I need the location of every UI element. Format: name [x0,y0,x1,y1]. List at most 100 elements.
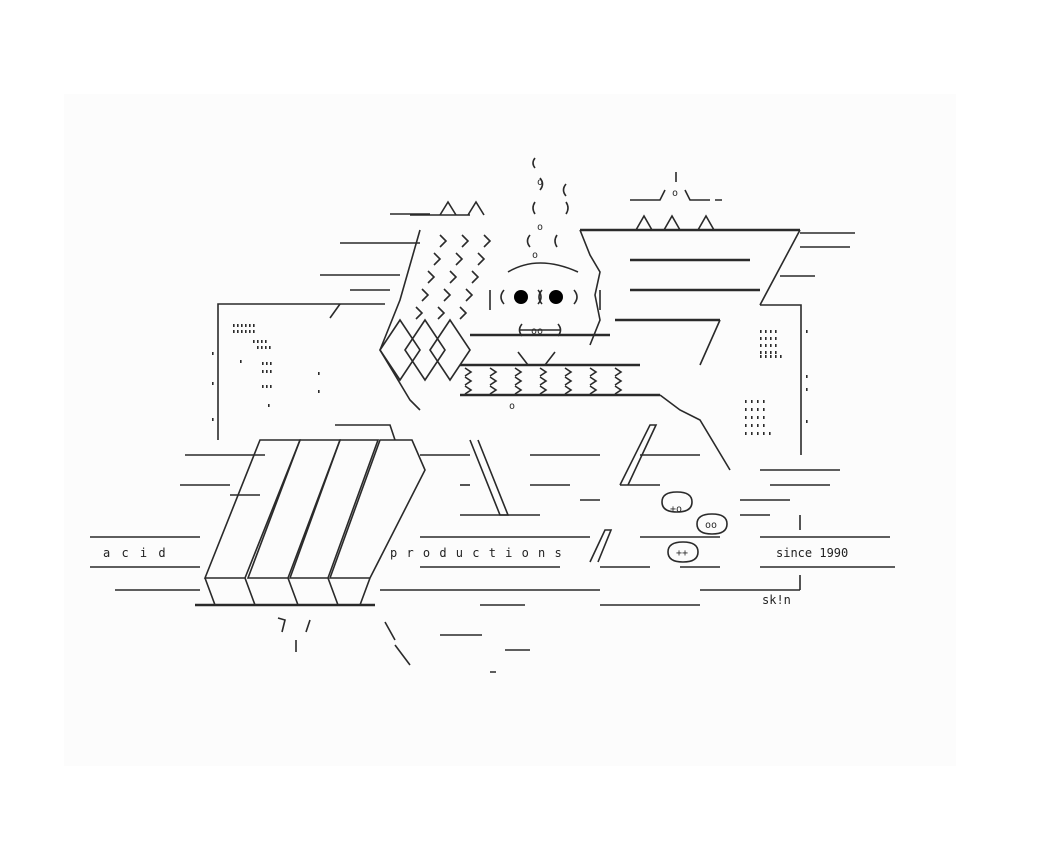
art-dot [241,324,243,327]
art-dot [806,330,808,333]
art-dot [806,420,808,423]
art-dot [763,400,765,403]
art-dot [757,432,759,435]
art-dot [770,355,772,358]
art-dot [745,408,747,411]
art-dot [765,355,767,358]
art-dot [775,355,777,358]
art-dot [775,351,777,354]
poles [469,424,658,563]
art-stroke [464,376,473,386]
art-dot [261,340,263,343]
art-dot [233,324,235,327]
art-dot [770,351,772,354]
art-dot [318,390,320,393]
art-stroke [489,376,498,386]
productions-text: p r o d u c t i o n s [390,546,563,560]
art-dot [266,370,268,373]
svg-text:++: ++ [676,548,688,559]
art-dot [241,330,243,333]
art-stroke [489,367,498,377]
art-dot [266,385,268,388]
art-stroke [459,306,468,320]
art-stroke [589,367,598,377]
art-dot [806,388,808,391]
art-dot [745,416,747,419]
art-dot [780,355,782,358]
art-dot [237,324,239,327]
svg-text:oo: oo [705,520,717,531]
art-stroke [465,288,474,302]
art-dot [751,424,753,427]
art-stroke [415,306,424,320]
art-stroke [471,270,480,284]
svg-text:o: o [537,177,543,188]
art-dot [751,408,753,411]
art-dot [775,344,777,347]
art-stroke [539,376,548,386]
art-dot [270,362,272,365]
svg-text:o: o [509,401,515,412]
art-stroke [614,376,623,386]
art-dot [760,337,762,340]
art-dot [261,346,263,349]
art-dot [245,324,247,327]
art-dot [253,340,255,343]
art-dot [745,400,747,403]
artist-signature: sk!n [762,593,791,607]
art-dot [265,340,267,343]
svg-text:o: o [537,222,543,233]
art-dot [745,432,747,435]
speed-lines [90,213,895,606]
art-dot [253,330,255,333]
artwork-panel [64,94,956,766]
art-dot [265,346,267,349]
svg-text:o: o [672,188,678,199]
acid-logo [195,424,426,607]
art-dot [745,424,747,427]
art-dot [765,330,767,333]
art-stroke [427,270,436,284]
art-dot [262,385,264,388]
art-stroke [489,385,498,395]
art-dot [763,424,765,427]
art-stroke [539,367,548,377]
art-dot [763,432,765,435]
art-stroke [539,385,548,395]
face: o o o oo o [489,157,601,412]
art-dot [765,344,767,347]
art-stroke [564,367,573,377]
art-dot [212,418,214,421]
art-dot [212,382,214,385]
art-stroke [439,234,448,248]
art-dot [237,330,239,333]
art-dot [770,337,772,340]
art-stroke [455,252,464,266]
art-dot [757,416,759,419]
art-dot [233,330,235,333]
art-dot [268,404,270,407]
pyramid-structure [379,200,801,471]
art-dot [806,375,808,378]
art-dot [775,337,777,340]
art-dot [318,372,320,375]
art-stroke [477,252,486,266]
svg-text:+o: +o [670,504,682,515]
art-stroke [514,367,523,377]
art-stroke [589,376,598,386]
small-faces: +o oo ++ [661,491,728,563]
art-dot [763,408,765,411]
art-stroke [449,270,458,284]
art-dot [763,416,765,419]
art-dot [212,352,214,355]
art-dot [757,408,759,411]
left-box [212,303,385,440]
art-stroke [614,385,623,395]
art-dot [253,324,255,327]
art-stroke [461,234,470,248]
art-dot [249,330,251,333]
art-dot [757,424,759,427]
art-dot [751,416,753,419]
art-dot [769,432,771,435]
